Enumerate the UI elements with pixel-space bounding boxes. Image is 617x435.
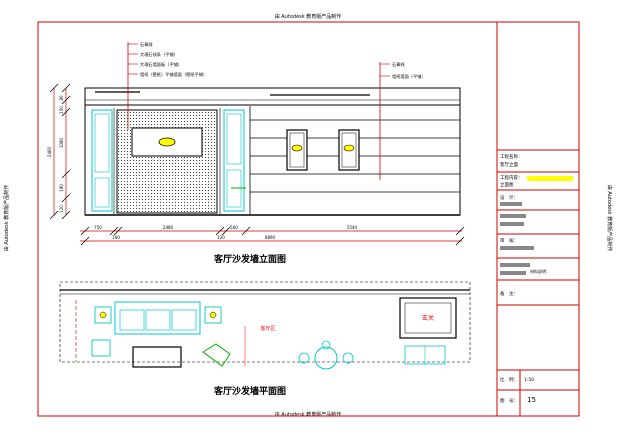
ceiling-band — [84, 87, 461, 106]
tb-label-review: 审 核： — [500, 237, 518, 244]
dim-left-6: 120 — [59, 205, 64, 213]
plan-label-entry: 玄关 — [422, 314, 434, 322]
left-cyan-panel — [91, 109, 113, 212]
tb-label-content: 工程内容： — [500, 174, 523, 181]
dim-bottom-6: 5540 — [347, 225, 358, 230]
dim-left-3: 1080 — [59, 137, 64, 148]
tv-screen — [131, 127, 203, 157]
outer-frame — [37, 21, 580, 417]
elevation-view: 石膏线 大理石线条（平铺） 大理石墙面板（平铺） 墙纸（壁纸）平铺墙面（壁纸平铺… — [47, 41, 465, 265]
dim-bottom-2: 100 — [112, 235, 120, 240]
callout-right-2: 墙纸墙面（平铺） — [392, 73, 426, 80]
plan-label-living: 客厅区 — [260, 325, 275, 332]
coffee-table — [132, 346, 182, 368]
tb-sheet-value: 15 — [527, 396, 536, 404]
dim-left-2: 150 — [59, 106, 64, 114]
dining-table — [314, 346, 338, 370]
tb-label-remark: 备 注： — [500, 290, 518, 297]
lounge-chair — [202, 343, 231, 367]
dim-bottom-3: 2480 — [163, 225, 174, 230]
tb-scale-label: 比 例： — [500, 376, 518, 383]
tb-highlight-bar — [527, 176, 573, 181]
tb-value-bar-2 — [500, 222, 524, 226]
dim-left-5: 190 — [59, 184, 64, 192]
watermark-top: 由 Autodesk 教育版产品制作 — [275, 13, 342, 20]
tb-sheet-label: 图 号： — [500, 398, 518, 404]
callout-left-1: 石膏线 — [140, 41, 153, 48]
tb-value-bar-3 — [500, 263, 530, 267]
sofa — [114, 301, 201, 335]
title-block: 工程名称： 客厅立面 工程内容： 立面图 设 计： 审 核： 材料说明： 备 注… — [497, 149, 579, 416]
dim-bottom-4: 120 — [217, 235, 225, 240]
callout-right-1: 石膏线 — [392, 61, 405, 68]
armchair — [91, 339, 111, 357]
tb-label-design: 设 计： — [500, 194, 518, 201]
callout-left-3: 大理石墙面板（平铺） — [140, 61, 182, 68]
dim-left-1: 80 — [59, 95, 64, 101]
tb-value-bar-4 — [500, 271, 526, 275]
tv-wall-panel — [116, 109, 218, 214]
tb-label-project: 工程名称： — [500, 153, 523, 160]
tv-ornament — [158, 137, 176, 147]
watermark-left: 由 Autodesk 教育版产品制作 — [3, 185, 10, 252]
tb-value-project: 客厅立面 — [500, 161, 518, 168]
plan-title: 客厅沙发墙平面图 — [213, 385, 286, 397]
dim-left-4: 2460 — [47, 146, 52, 157]
plan-view: 客厅区 玄关 客厅沙发墙平面图 — [59, 281, 471, 397]
right-cyan-panel — [223, 109, 245, 212]
callout-left-4: 墙纸（壁纸）平铺墙面（壁纸平铺） — [140, 71, 207, 78]
plan-outline — [59, 281, 471, 363]
tb-value-content: 立面图 — [500, 181, 514, 188]
callout-left-2: 大理石线条（平铺） — [140, 51, 178, 58]
dim-bottom-1: 750 — [94, 225, 102, 230]
watermark-right: 由 Autodesk 教育版产品制作 — [606, 185, 613, 252]
watermark-bottom: 由 Autodesk 教育版产品制作 — [275, 411, 342, 418]
tb-label-material: 材料说明： — [530, 268, 550, 274]
tb-scale-value: 1:50 — [524, 377, 534, 383]
dim-bottom-5: 500 — [230, 225, 238, 230]
tb-value-bar-1 — [500, 214, 526, 218]
elevation-title: 客厅沙发墙立面图 — [213, 253, 286, 265]
entrance-cabinet — [399, 297, 457, 339]
dim-total: 8890 — [265, 235, 276, 240]
